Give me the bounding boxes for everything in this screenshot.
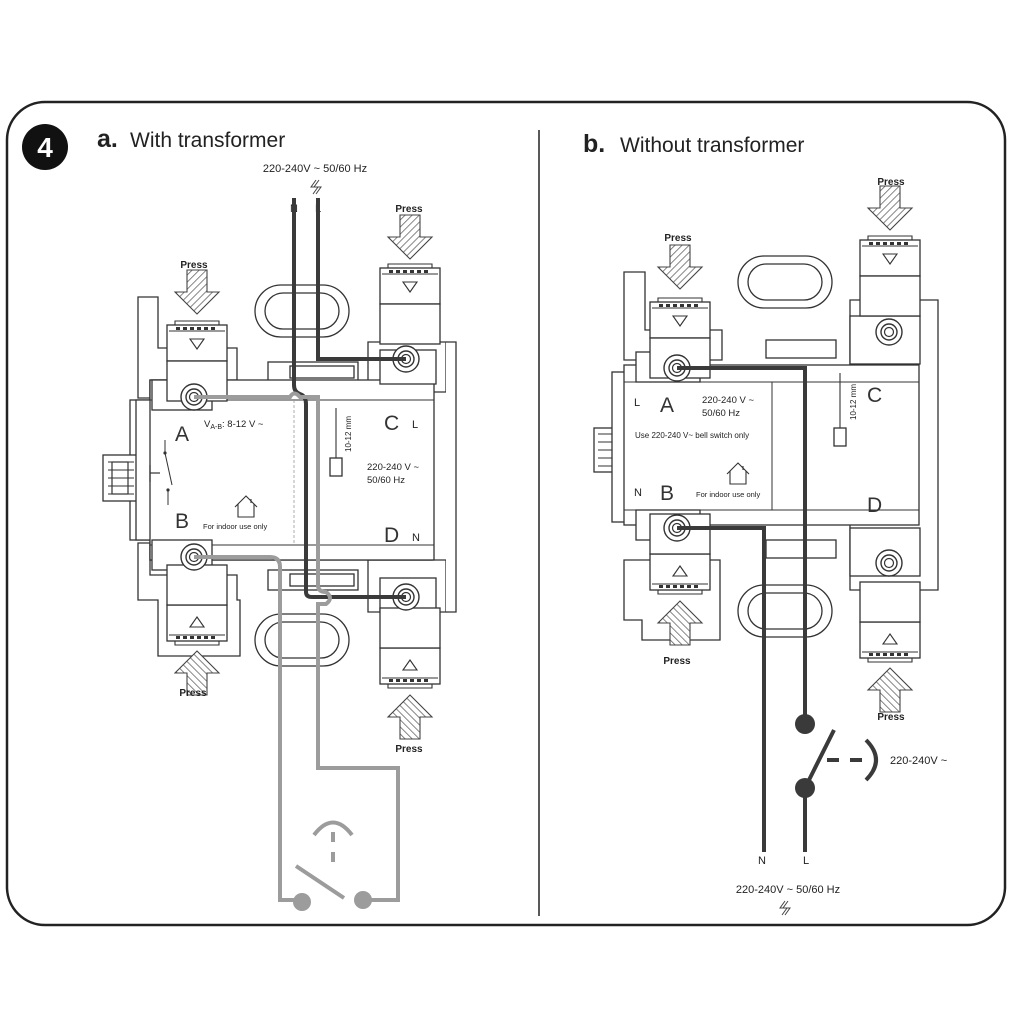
panel-b-title: Without transformer: [620, 134, 804, 157]
strip-length-label: 10-12 mm: [849, 384, 858, 420]
switch-contact: [293, 893, 311, 911]
term-b-label: B: [660, 482, 674, 505]
step-number: 4: [37, 132, 53, 163]
term-b-label: B: [175, 510, 189, 533]
wire-l: [316, 198, 406, 361]
terminal-d: [875, 549, 903, 577]
rating-line2: 50/60 Hz: [367, 475, 405, 486]
panel-a-letter: a.: [97, 125, 118, 153]
term-d-label: D: [867, 494, 882, 517]
press-label: Press: [877, 177, 905, 188]
panel-b-letter: b.: [583, 130, 605, 158]
rating-line2: 50/60 Hz: [702, 408, 740, 419]
panel-a-supply-label: 220-240V ~ 50/60 Hz: [263, 163, 367, 175]
switch-contact: [354, 891, 372, 909]
strip-gauge: [329, 457, 343, 477]
press-label: Press: [877, 712, 905, 723]
lightning-icon: [310, 179, 322, 195]
term-d-side-label: N: [412, 532, 420, 544]
term-c-label: C: [384, 412, 399, 435]
terminal-c: [875, 318, 903, 346]
panel-b-n-label: N: [758, 855, 766, 867]
term-b-side-label: N: [634, 487, 642, 499]
wire-bell-b: [194, 555, 302, 902]
term-c-side-label: L: [412, 419, 418, 431]
switch-contact: [795, 714, 815, 734]
press-label: Press: [663, 656, 691, 667]
switch-note: Use 220-240 V~ bell switch only: [635, 431, 749, 440]
panel-a: a. With transformer 220-240V ~ 50/60 Hz …: [97, 125, 457, 911]
wire-bell-a: [194, 391, 400, 902]
term-a-label: A: [175, 423, 189, 446]
strip-length-label: 10-12 mm: [344, 416, 353, 452]
wire-n: [677, 526, 766, 852]
rating-line1: 220-240 V ~: [367, 462, 419, 473]
wire-l: [677, 366, 807, 724]
outer-frame: [5, 100, 1007, 927]
term-a-side-label: L: [634, 397, 640, 409]
term-c-label: C: [867, 384, 882, 407]
strip-gauge: [833, 427, 847, 447]
vab-label: VA-B: 8-12 V ~: [204, 419, 264, 431]
term-d-label: D: [384, 524, 399, 547]
rating-line1: 220-240 V ~: [702, 395, 754, 406]
press-label: Press: [395, 744, 423, 755]
panel-b: b. Without transformer P: [583, 130, 947, 916]
indoor-label: For indoor use only: [696, 490, 760, 499]
step-badge: [22, 124, 68, 170]
indoor-label: For indoor use only: [203, 522, 267, 531]
term-a-label: A: [660, 394, 674, 417]
switch-voltage-label: 220-240V ~: [890, 755, 947, 767]
press-label: Press: [664, 233, 692, 244]
press-label: Press: [179, 688, 207, 699]
panel-b-l-label: L: [803, 855, 809, 867]
panel-a-title: With transformer: [130, 129, 285, 152]
push-button-icon: [312, 820, 354, 837]
press-label: Press: [395, 204, 423, 215]
panel-b-supply-label: 220-240V ~ 50/60 Hz: [736, 884, 840, 896]
lightning-icon: [779, 900, 791, 916]
press-label: Press: [180, 260, 208, 271]
push-button-icon: [864, 738, 878, 782]
